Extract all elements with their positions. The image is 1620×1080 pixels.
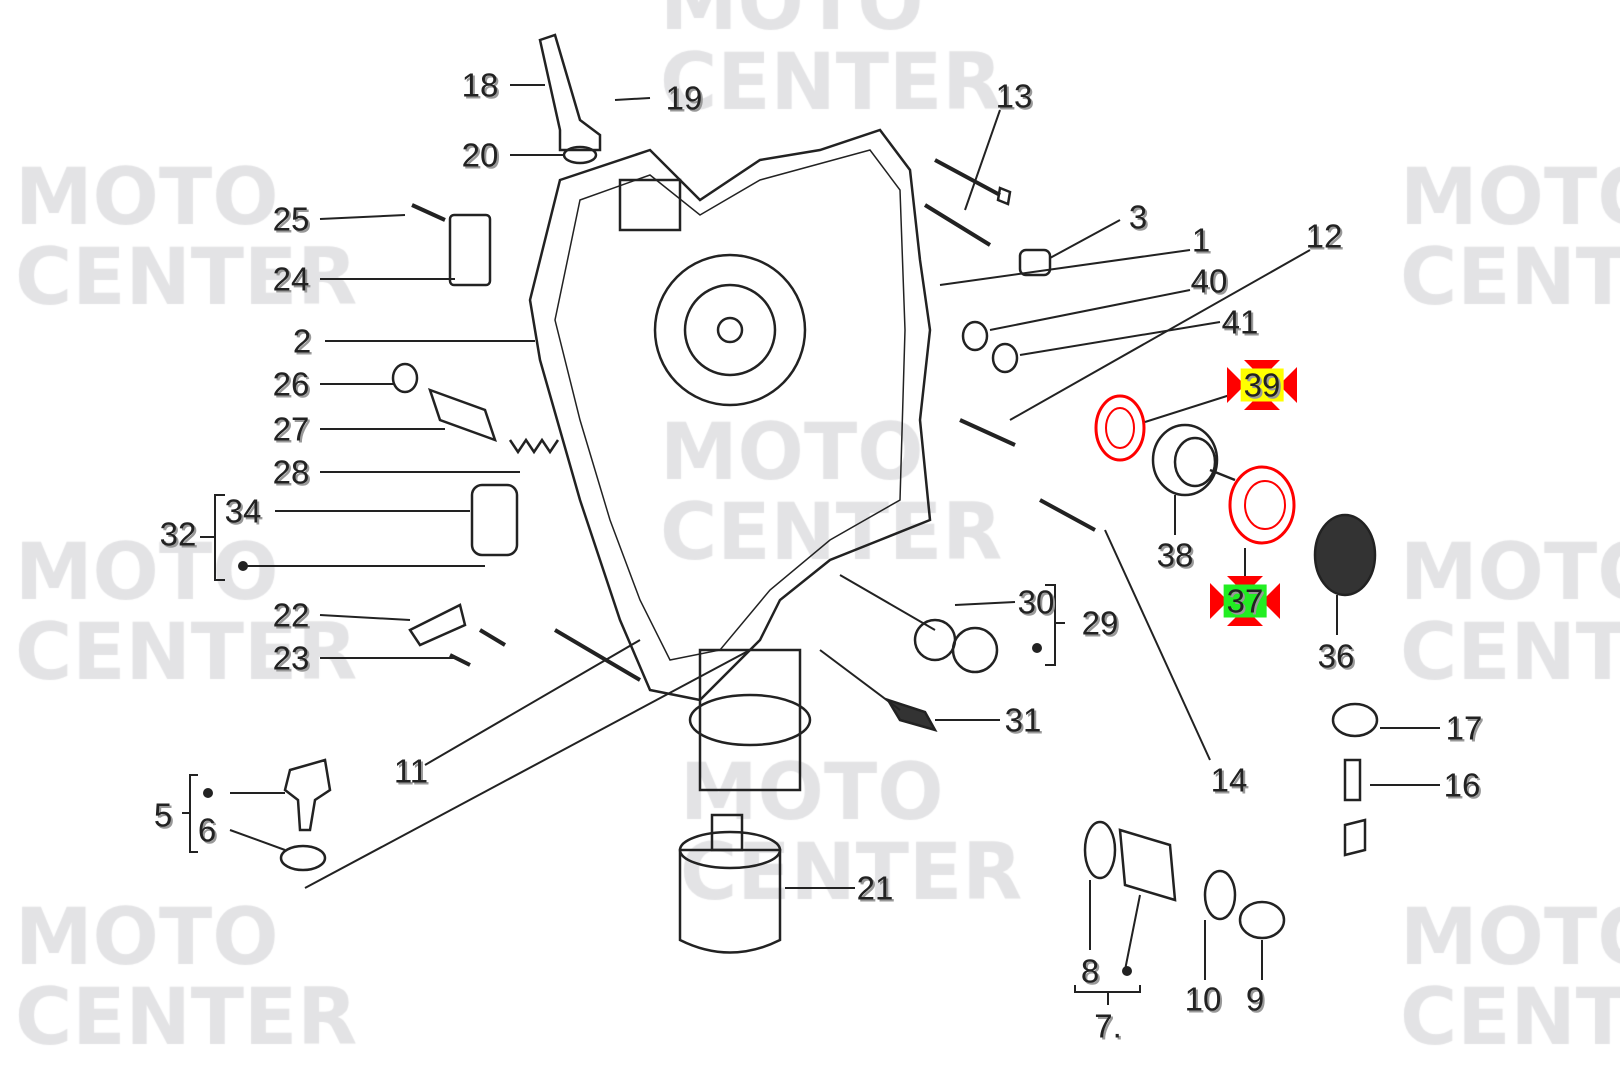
filter-part-7 bbox=[1118, 828, 1177, 902]
callout-17: 17 bbox=[1445, 709, 1483, 747]
bolts bbox=[553, 158, 1096, 682]
oring-part-30 bbox=[913, 618, 957, 662]
callout-32: 32 bbox=[159, 515, 197, 553]
callout-6: 6 bbox=[197, 811, 217, 849]
plug-part-29 bbox=[951, 626, 999, 674]
leader-dots bbox=[203, 561, 1132, 976]
bracket-part-22 bbox=[408, 603, 467, 647]
callout-29: 29 bbox=[1081, 604, 1119, 642]
piston-part-27 bbox=[427, 387, 498, 443]
plug-part-9 bbox=[1238, 900, 1286, 940]
callout-3: 3 bbox=[1128, 198, 1148, 236]
callout-11: 11 bbox=[393, 752, 429, 790]
callout-12: 12 bbox=[1305, 217, 1343, 255]
callout-41: 41 bbox=[1221, 303, 1259, 341]
callout-26: 26 bbox=[272, 365, 310, 403]
callout-19: 19 bbox=[665, 79, 703, 117]
impeller-part-36 bbox=[1313, 513, 1377, 597]
bracket-7 bbox=[1074, 985, 1141, 1005]
dipstick-part-5 bbox=[283, 758, 332, 832]
cover-tower bbox=[618, 178, 682, 232]
strainer-housing bbox=[698, 648, 802, 792]
screw-part-25 bbox=[411, 203, 446, 222]
callout-10: 10 bbox=[1184, 980, 1222, 1018]
callout-16: 16 bbox=[1443, 766, 1481, 804]
plate-part-24 bbox=[448, 213, 492, 287]
clip-part-16 bbox=[1343, 758, 1362, 802]
seal-part-41 bbox=[991, 342, 1019, 374]
callout-22: 22 bbox=[272, 596, 310, 634]
oring-part-10 bbox=[1203, 869, 1237, 921]
gasket-part-34 bbox=[470, 483, 519, 557]
sensor-part-31 bbox=[885, 697, 938, 733]
callout-2: 2 bbox=[292, 322, 312, 360]
callout-27: 27 bbox=[272, 410, 310, 448]
callout-14: 14 bbox=[1210, 761, 1248, 799]
washer-part-26 bbox=[391, 362, 419, 394]
callout-18: 18 bbox=[461, 66, 499, 104]
bearing-part-38 bbox=[1151, 423, 1219, 497]
callout-7: 7. bbox=[1094, 1007, 1122, 1045]
pipe-part-18 bbox=[538, 33, 602, 152]
callout-30: 30 bbox=[1017, 583, 1055, 621]
callout-20: 20 bbox=[461, 136, 499, 174]
callout-31: 31 bbox=[1004, 701, 1042, 739]
callout-38: 38 bbox=[1156, 536, 1194, 574]
callout-8: 8 bbox=[1080, 952, 1100, 990]
callout-1: 1 bbox=[1191, 221, 1211, 259]
cover-boss bbox=[653, 253, 807, 407]
bracket-5 bbox=[182, 774, 198, 853]
oring-part-8 bbox=[1083, 820, 1117, 880]
oil-filter-part-21 bbox=[678, 848, 782, 954]
leader-lines bbox=[229, 84, 1440, 980]
callout-5: 5 bbox=[153, 796, 173, 834]
plug-part-3 bbox=[1018, 248, 1052, 277]
callout-9: 9 bbox=[1245, 980, 1265, 1018]
callout-40: 40 bbox=[1190, 262, 1228, 300]
cover-part-2 bbox=[528, 128, 932, 702]
spring-part-28 bbox=[508, 437, 560, 455]
bracket-32 bbox=[200, 494, 225, 581]
callout-34: 34 bbox=[224, 492, 262, 530]
bracket-29 bbox=[1045, 584, 1065, 666]
callout-36: 36 bbox=[1317, 637, 1355, 675]
callout-23: 23 bbox=[272, 639, 310, 677]
callout-39: 39 bbox=[1240, 368, 1284, 402]
callout-37: 37 bbox=[1223, 584, 1267, 618]
seal-part-40 bbox=[961, 320, 989, 352]
seal-part-39-highlighted bbox=[1094, 394, 1146, 462]
callout-21: 21 bbox=[856, 869, 894, 907]
clamp-part-17 bbox=[1331, 702, 1379, 738]
seal-part-37-highlighted bbox=[1228, 465, 1296, 545]
callout-13: 13 bbox=[995, 77, 1033, 115]
callout-25: 25 bbox=[272, 200, 310, 238]
oring-part-6 bbox=[279, 844, 327, 872]
callout-28: 28 bbox=[272, 453, 310, 491]
callout-24: 24 bbox=[272, 260, 310, 298]
